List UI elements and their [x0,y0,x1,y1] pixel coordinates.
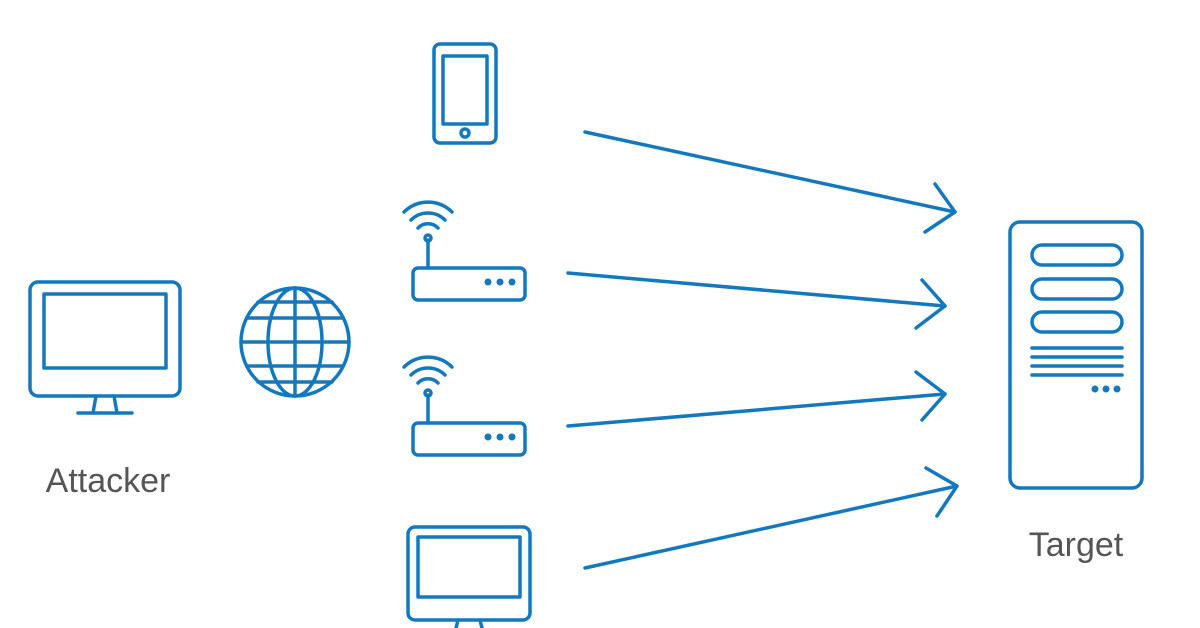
arrow-router2-to-target [566,370,947,428]
globe-icon [239,286,351,398]
arrow-smartphone-to-target [583,130,957,234]
wifi-router-icon [402,200,527,302]
arrow-desktop-to-target [583,466,959,570]
attacker-label: Attacker [46,462,171,500]
desktop-monitor-icon [406,525,532,628]
wifi-router-icon [402,355,527,457]
attacker-computer-icon [28,280,182,415]
arrow-router1-to-target [566,271,947,330]
target-label: Target [1029,526,1124,564]
server-tower-icon [1008,220,1144,490]
smartphone-icon [432,42,498,145]
